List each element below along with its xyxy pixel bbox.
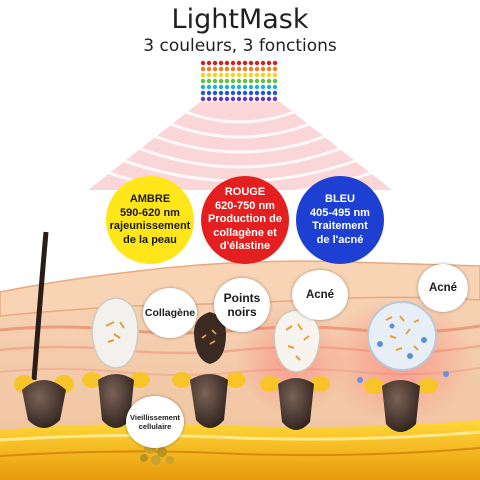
cell-aging-label-line-2: cellulaire [138, 422, 172, 431]
amber-light-range: 590-620 nm [120, 206, 180, 219]
blue-light-range: 405-495 nm [310, 206, 370, 219]
acne-label-1: Acné [292, 270, 348, 320]
hair-follicle-1 [14, 231, 74, 428]
red-light-circle: ROUGE 620-750 nm Production de collagène… [201, 176, 289, 264]
acne-follicle-1 [260, 309, 330, 430]
blue-light-desc-1: Traitement [312, 220, 368, 232]
amber-light-circle: AMBRE 590-620 nm rajeunissement de la pe… [106, 176, 194, 264]
cell-aging-label-line-1: Vieillissement [130, 413, 180, 422]
red-light-desc-2: collagène et [213, 226, 277, 239]
red-light-range: 620-750 nm [215, 199, 275, 212]
blue-light-circle: BLEU 405-495 nm Traitement de l'acné [296, 176, 384, 264]
collagen-label: Collagène [143, 288, 197, 338]
cell-aging-label: Vieillissement cellulaire [126, 396, 184, 448]
red-light-desc-3: d'élastine [219, 240, 271, 253]
blackhead-follicle [172, 312, 246, 428]
blue-light-desc-2: de l'acné [316, 233, 364, 246]
amber-light-name: AMBRE [129, 193, 171, 205]
red-light-desc-1: Production de [208, 213, 282, 226]
red-light-name: ROUGE [224, 186, 266, 199]
page-subtitle: 3 couleurs, 3 fonctions [143, 36, 337, 56]
blackheads-label-line-2: noirs [227, 305, 257, 319]
collagen-label-text: Collagène [144, 307, 196, 319]
led-grid [200, 60, 278, 102]
amber-light-desc-1: rajeunissement [109, 220, 191, 232]
page-title: LightMask [171, 4, 309, 35]
blackheads-label: Points noirs [214, 278, 270, 332]
blackheads-label-line-1: Points [223, 291, 261, 305]
amber-light-desc-2: de la peau [123, 233, 177, 246]
acne-label-2-text: Acné [428, 282, 458, 294]
acne-label-2: Acné [418, 264, 468, 312]
acne-follicle-2 [357, 301, 449, 432]
acne-label-1-text: Acné [305, 289, 335, 301]
blue-light-name: BLEU [325, 193, 355, 205]
collagen-follicle [82, 297, 150, 428]
